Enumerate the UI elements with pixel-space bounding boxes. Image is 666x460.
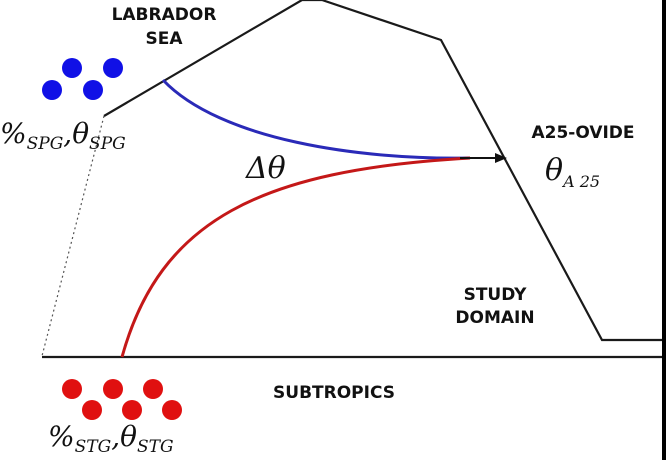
study-domain-label-line2: DOMAIN <box>455 308 534 328</box>
spg-percent-symbol: % <box>0 117 27 150</box>
spg-theta-symbol: θ <box>72 117 89 150</box>
delta-theta-label: Δθ <box>245 151 286 186</box>
spg-water-dot <box>42 80 62 100</box>
stg-water-dot <box>82 400 102 420</box>
spg-water-dot <box>103 58 123 78</box>
stg-comma: , <box>111 420 120 453</box>
dotted-western-boundary <box>41 115 105 357</box>
stg-theta-subscript: STG <box>137 437 174 457</box>
spg-properties-label: %SPG,θSPG <box>0 117 126 154</box>
stg-theta-symbol: θ <box>120 420 137 453</box>
stg-water-dot <box>62 379 82 399</box>
a25-theta-label: θA 25 <box>545 153 600 191</box>
stg-percent-subscript: STG <box>75 437 112 457</box>
a25-ovide-label: A25-OVIDE <box>531 123 634 143</box>
stg-water-dot <box>143 379 163 399</box>
spg-comma: , <box>63 117 72 150</box>
a25-theta-subscript: A 25 <box>561 172 600 191</box>
domain-boundary-line <box>103 0 662 342</box>
stg-water-dot <box>162 400 182 420</box>
spg-pathway-curve <box>161 78 471 160</box>
labrador-sea-label-line1: LABRADOR <box>112 5 217 25</box>
spg-water-dot <box>83 80 103 100</box>
study-domain-label-line1: STUDY <box>464 285 528 305</box>
spg-theta-subscript: SPG <box>89 134 126 154</box>
subtropics-label: SUBTROPICS <box>273 383 395 403</box>
labrador-sea-label-line2: SEA <box>145 29 183 49</box>
spg-percent-subscript: SPG <box>27 134 64 154</box>
stg-pathway-curve <box>120 156 471 358</box>
spg-water-dot <box>62 58 82 78</box>
a25-theta-symbol: θ <box>545 153 563 188</box>
stg-percent-symbol: % <box>48 420 75 453</box>
stg-water-dot <box>103 379 123 399</box>
stg-properties-label: %STG,θSTG <box>48 420 174 457</box>
stg-water-dot <box>122 400 142 420</box>
